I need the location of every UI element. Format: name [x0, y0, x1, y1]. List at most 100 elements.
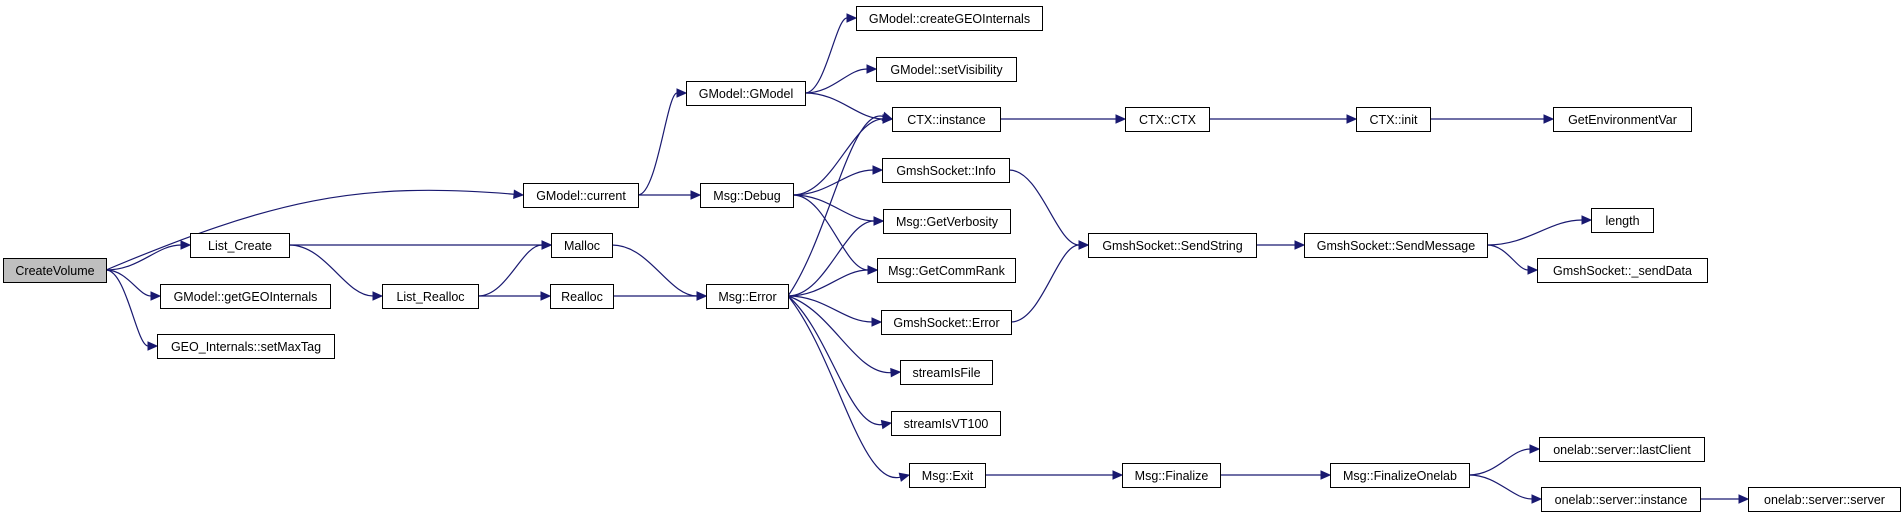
- node-gmodel-gmodel[interactable]: GModel::GModel: [686, 81, 806, 106]
- node-streamisfile[interactable]: streamIsFile: [900, 360, 993, 385]
- node-box: [3, 258, 107, 283]
- edge-msg-error-to-ctx-instance: [787, 115, 884, 297]
- edge-msg-error-to-streamisvt100: [787, 295, 883, 426]
- node-ctx-instance[interactable]: CTX::instance: [892, 107, 1001, 132]
- arrowhead-icon: [871, 317, 883, 327]
- node-label: streamIsFile: [912, 366, 980, 380]
- node-label: CTX::init: [1370, 113, 1418, 127]
- node-box: [160, 284, 331, 309]
- node-getverbosity[interactable]: Msg::GetVerbosity: [883, 209, 1011, 234]
- node-box: [1748, 487, 1901, 512]
- node-label: CTX::CTX: [1139, 113, 1197, 127]
- node-ctx-ctx[interactable]: CTX::CTX: [1125, 107, 1210, 132]
- node-server-server[interactable]: onelab::server::server: [1748, 487, 1901, 512]
- node-streamisvt100[interactable]: streamIsVT100: [891, 411, 1001, 436]
- node-box: [877, 258, 1016, 283]
- arrowhead-icon: [150, 291, 162, 301]
- arrowhead-icon: [881, 111, 894, 121]
- arrowhead-icon: [1543, 114, 1555, 124]
- node-label: List_Realloc: [396, 290, 464, 304]
- node-box: [1553, 107, 1692, 132]
- node-label: GmshSocket::Error: [893, 316, 999, 330]
- arrowhead-icon: [540, 291, 552, 301]
- node-createvolume[interactable]: CreateVolume: [3, 258, 107, 283]
- arrowhead-icon: [1531, 494, 1543, 504]
- node-realloc[interactable]: Realloc: [550, 284, 614, 309]
- node-msg-debug[interactable]: Msg::Debug: [700, 183, 794, 208]
- node-box: [1088, 233, 1257, 258]
- node-box: [892, 107, 1001, 132]
- edge-msg-debug-to-getverbosity: [792, 194, 875, 222]
- node-label: List_Create: [208, 239, 272, 253]
- node-list-create[interactable]: List_Create: [190, 233, 290, 258]
- node-box: [706, 284, 789, 309]
- node-label: onelab::server::instance: [1555, 493, 1688, 507]
- node-box: [1356, 107, 1431, 132]
- node-label: GetEnvironmentVar: [1568, 113, 1677, 127]
- node-getcommrank[interactable]: Msg::GetCommRank: [877, 258, 1016, 283]
- edge-finalizeonelab-to-server-instance: [1468, 474, 1533, 500]
- node-label: GModel::getGEOInternals: [174, 290, 318, 304]
- node-msg-finalize[interactable]: Msg::Finalize: [1122, 463, 1221, 488]
- node-senddata[interactable]: GmshSocket::_sendData: [1537, 258, 1708, 283]
- arrowhead-icon: [180, 240, 192, 250]
- node-getgeointernals[interactable]: GModel::getGEOInternals: [160, 284, 331, 309]
- edge-gmodel-gmodel-to-ctx-instance: [804, 92, 884, 120]
- node-label: Msg::GetCommRank: [888, 264, 1005, 278]
- edge-list-create-to-list-realloc: [288, 244, 374, 297]
- arrowhead-icon: [898, 472, 911, 482]
- node-setmaxtag[interactable]: GEO_Internals::setMaxTag: [157, 334, 335, 359]
- node-length[interactable]: length: [1591, 208, 1654, 233]
- node-label: GModel::GModel: [699, 87, 793, 101]
- arrowhead-icon: [1112, 470, 1124, 480]
- node-box: [1330, 463, 1470, 488]
- arrowhead-icon: [872, 165, 884, 175]
- node-box: [909, 463, 986, 488]
- node-list-realloc[interactable]: List_Realloc: [382, 284, 479, 309]
- node-sendstring[interactable]: GmshSocket::SendString: [1088, 233, 1257, 258]
- arrowhead-icon: [867, 265, 879, 275]
- node-label: GmshSocket::_sendData: [1553, 264, 1692, 278]
- node-label: Msg::Debug: [713, 189, 780, 203]
- node-msg-error[interactable]: Msg::Error: [706, 284, 789, 309]
- arrowhead-icon: [1346, 114, 1358, 124]
- edge-createvolume-to-getgeointernals: [105, 269, 152, 297]
- node-label: GEO_Internals::setMaxTag: [171, 340, 321, 354]
- node-server-instance[interactable]: onelab::server::instance: [1541, 487, 1701, 512]
- arrowhead-icon: [1529, 444, 1541, 454]
- node-msg-exit[interactable]: Msg::Exit: [909, 463, 986, 488]
- node-box: [157, 334, 335, 359]
- edge-msg-error-to-socket-error: [787, 295, 873, 323]
- node-lastclient[interactable]: onelab::server::lastClient: [1539, 437, 1705, 462]
- node-socket-error[interactable]: GmshSocket::Error: [881, 310, 1012, 335]
- node-box: [1539, 437, 1705, 462]
- node-label: streamIsVT100: [904, 417, 989, 431]
- node-finalizeonelab[interactable]: Msg::FinalizeOnelab: [1330, 463, 1470, 488]
- node-box: [1541, 487, 1701, 512]
- edge-msg-error-to-msg-exit: [787, 295, 901, 479]
- node-box: [523, 183, 639, 208]
- call-edges: [105, 13, 1750, 504]
- arrowhead-icon: [1115, 114, 1127, 124]
- node-label: Realloc: [561, 290, 603, 304]
- node-label: GmshSocket::SendMessage: [1317, 239, 1475, 253]
- node-socket-info[interactable]: GmshSocket::Info: [882, 158, 1010, 183]
- edge-createvolume-to-gmodel-current: [105, 189, 515, 271]
- edge-list-realloc-to-malloc: [477, 244, 543, 297]
- arrowhead-icon: [696, 291, 708, 301]
- node-label: Msg::Finalize: [1135, 469, 1209, 483]
- edge-msg-error-to-streamisfile: [787, 295, 892, 374]
- node-sendmessage[interactable]: GmshSocket::SendMessage: [1304, 233, 1488, 258]
- node-gmodel-current[interactable]: GModel::current: [523, 183, 639, 208]
- arrowhead-icon: [147, 341, 159, 351]
- node-creategeointernals[interactable]: GModel::createGEOInternals: [856, 6, 1043, 31]
- edge-createvolume-to-setmaxtag: [105, 269, 149, 347]
- node-ctx-init[interactable]: CTX::init: [1356, 107, 1431, 132]
- node-setvisibility[interactable]: GModel::setVisibility: [876, 57, 1017, 82]
- node-malloc[interactable]: Malloc: [551, 233, 613, 258]
- edge-socket-error-to-sendstring: [1010, 244, 1080, 323]
- edge-msg-debug-to-socket-info: [792, 169, 874, 196]
- arrowhead-icon: [1294, 240, 1306, 250]
- node-getenvvar[interactable]: GetEnvironmentVar: [1553, 107, 1692, 132]
